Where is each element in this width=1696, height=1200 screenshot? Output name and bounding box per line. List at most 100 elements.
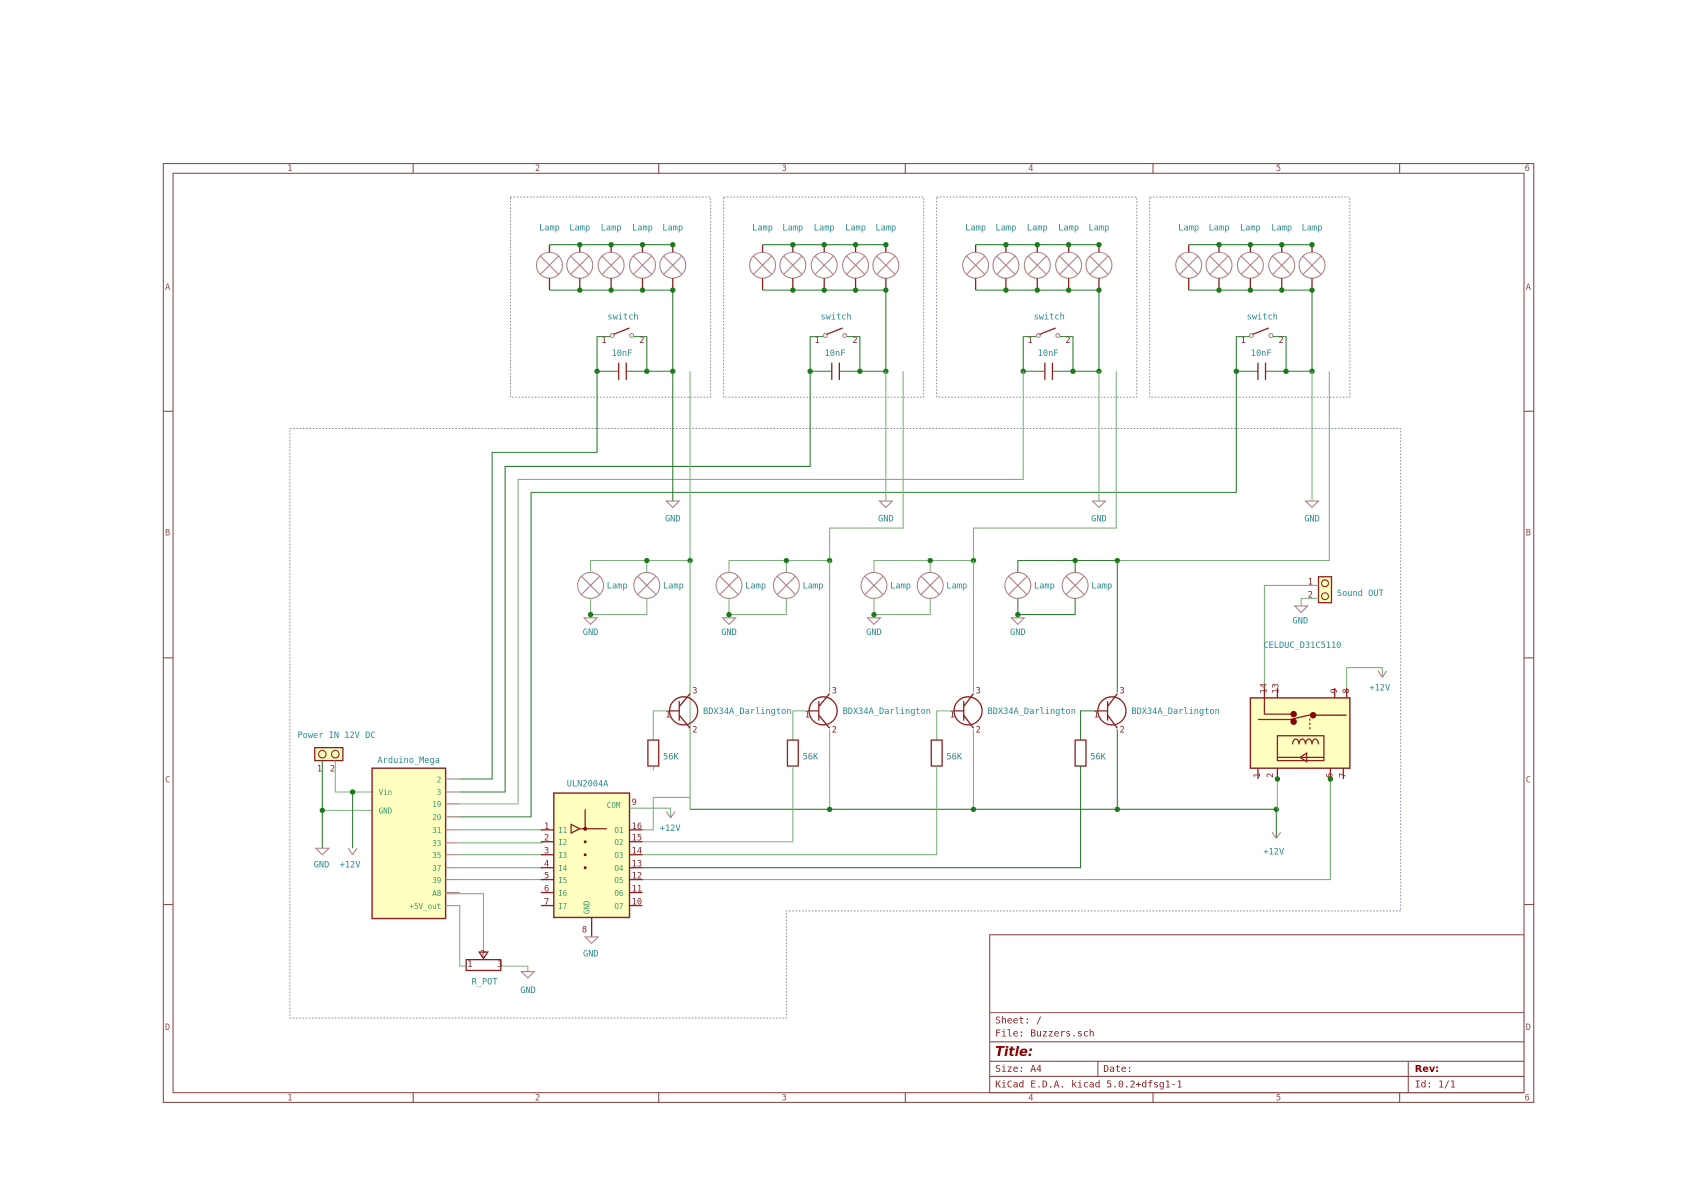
lamp-icon xyxy=(992,251,1020,279)
uln-input-label: I2 xyxy=(558,838,567,847)
frame-column-label: 5 xyxy=(1276,1093,1281,1103)
frame-column-label: 4 xyxy=(1028,164,1033,174)
transistor-icon[interactable] xyxy=(668,693,699,729)
frame-column-label: 3 xyxy=(782,1093,787,1103)
uln-input-label: I3 xyxy=(558,851,567,860)
uln-vcc-label: +12V xyxy=(660,824,681,834)
title-block: Sheet: / File: Buzzers.sch Title: Size: … xyxy=(989,934,1525,1094)
arduino-pin-label: 39 xyxy=(432,876,442,885)
arduino-pin-label: +5V_out xyxy=(409,902,441,911)
sheet-id: Id: 1/1 xyxy=(1415,1079,1456,1090)
rail-12v-label: +12V xyxy=(1263,848,1284,858)
capacitor-label: 10nF xyxy=(612,349,633,359)
svg-text:7: 7 xyxy=(1339,773,1349,778)
lamp-icon xyxy=(577,571,605,599)
svg-text:10: 10 xyxy=(632,897,642,907)
lamp-label: Lamp xyxy=(803,582,824,592)
uln-output-label: O6 xyxy=(614,889,624,898)
capacitor-icon xyxy=(597,362,673,380)
collector-rail: +12V xyxy=(690,806,1284,858)
group-boxes xyxy=(289,196,1402,1019)
gnd-icon xyxy=(1091,500,1107,509)
arduino-pin-label: 35 xyxy=(432,851,441,860)
arduino-pin-label: 3 xyxy=(437,788,442,797)
lamp-label: Lamp xyxy=(875,224,896,234)
lamp-label: Lamp xyxy=(1027,224,1048,234)
svg-text:3: 3 xyxy=(832,687,837,697)
lamp-icon xyxy=(872,251,900,279)
wire-arduino-3 xyxy=(448,371,811,793)
frame-column-label: 5 xyxy=(1276,164,1281,174)
wire-arduino-20 xyxy=(448,371,1237,818)
switch-icon[interactable] xyxy=(1035,327,1061,339)
svg-text:1: 1 xyxy=(950,710,955,720)
svg-text:3: 3 xyxy=(976,687,981,697)
lamp-label: Lamp xyxy=(632,224,653,234)
uln-output-label: O1 xyxy=(614,826,624,835)
uln-name: ULN2004A xyxy=(567,780,609,790)
lamp-label: Lamp xyxy=(1302,224,1323,234)
uln-gnd-label: GND xyxy=(583,949,599,959)
lamp-icon xyxy=(1175,251,1203,279)
gnd-icon xyxy=(1010,617,1026,626)
svg-text:9: 9 xyxy=(1330,688,1340,693)
rev-label: Rev: xyxy=(1415,1064,1439,1075)
relay-name: CELDUC_D31C5110 xyxy=(1263,641,1341,651)
capacitor-icon xyxy=(1236,362,1313,380)
svg-text:2: 2 xyxy=(639,336,644,346)
arduino-mega[interactable]: Arduino_Mega Vin GND 2319203133353739A8+… xyxy=(371,756,543,920)
arduino-pin-label: 19 xyxy=(432,800,442,809)
svg-text:COM: COM xyxy=(607,801,621,810)
resistor-label: 56K xyxy=(946,753,962,763)
uln-input-label: I7 xyxy=(558,902,567,911)
gnd-icon xyxy=(1304,500,1320,509)
transistor-icon[interactable] xyxy=(952,693,983,729)
svg-text:2: 2 xyxy=(330,764,335,774)
lamp-icon xyxy=(916,571,944,599)
svg-text:1: 1 xyxy=(1308,577,1313,587)
lamp-icon xyxy=(715,571,743,599)
svg-text:12: 12 xyxy=(632,872,642,882)
tool-version: KiCad E.D.A. kicad 5.0.2+dfsg1-1 xyxy=(995,1079,1182,1090)
svg-text:15: 15 xyxy=(632,834,642,844)
svg-text:2: 2 xyxy=(692,726,697,736)
svg-text:3: 3 xyxy=(498,960,503,970)
switch-label: switch xyxy=(1247,312,1278,322)
sound-out-connector[interactable]: 1 2 Sound OUT GND xyxy=(1263,576,1384,701)
lamp-icon xyxy=(810,251,838,279)
svg-text:8: 8 xyxy=(1342,688,1352,693)
switch-icon[interactable] xyxy=(609,327,635,339)
pot-r-pot[interactable]: 1 2 3 R_POT GND xyxy=(445,893,536,997)
relay-celduc[interactable]: CELDUC_D31C5110 +12V 14 13 9 8 1 2 6 7 xyxy=(1249,641,1390,880)
svg-text:2: 2 xyxy=(852,336,857,346)
lamp-label: Lamp xyxy=(890,582,911,592)
switch-icon[interactable] xyxy=(1248,327,1274,339)
lamp-label: Lamp xyxy=(845,224,866,234)
arduino-name: Arduino_Mega xyxy=(377,756,439,766)
title-block-box xyxy=(989,934,1525,1094)
relay-vcc-label: +12V xyxy=(1369,683,1390,693)
lamp-icon xyxy=(860,571,888,599)
frame-column-label: 1 xyxy=(287,1093,292,1103)
arduino-pin-label: 20 xyxy=(432,813,442,822)
svg-text:2: 2 xyxy=(480,949,485,959)
lamp-group-box-1 xyxy=(510,196,712,398)
frame-row-label: B xyxy=(165,529,170,539)
gnd-label: GND xyxy=(1304,515,1320,525)
lamp-icon xyxy=(1004,571,1032,599)
switch-icon[interactable] xyxy=(822,327,848,339)
transistor-label: BDX34A_Darlington xyxy=(703,707,791,717)
title-label: Title: xyxy=(995,1045,1033,1060)
frame-column-label: 1 xyxy=(287,164,292,174)
svg-text:2: 2 xyxy=(1278,336,1283,346)
svg-text:6: 6 xyxy=(544,885,549,895)
lamp-icon xyxy=(628,251,657,279)
transistor-icon[interactable] xyxy=(807,693,838,729)
frame-column-label: 4 xyxy=(1028,1093,1033,1103)
capacitor-label: 10nF xyxy=(825,349,846,359)
svg-text:2: 2 xyxy=(544,834,549,844)
transistor-icon[interactable] xyxy=(1096,693,1127,729)
wire-arduino-2 xyxy=(448,371,598,780)
